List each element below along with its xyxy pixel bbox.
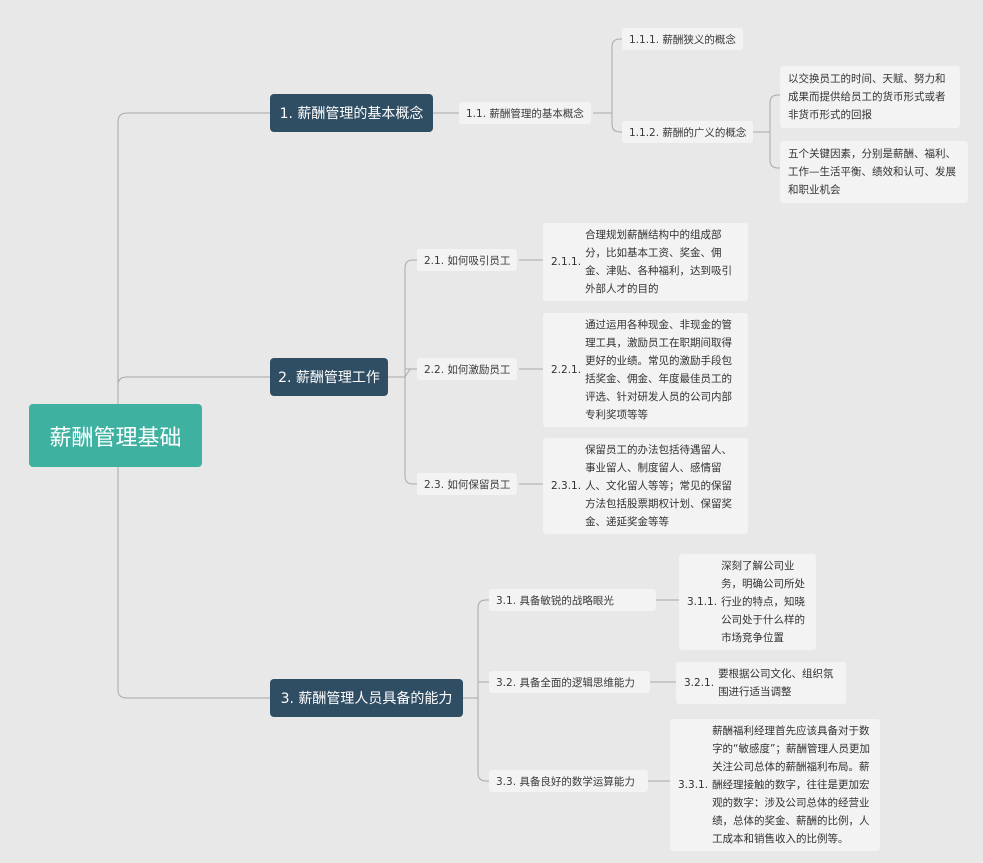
detail-text: 通过运用各种现金、非现金的管理工具，激励员工在职期间取得更好的业绩。常见的激励手… [585,319,733,421]
subtopic-1-1[interactable]: 1.1. 薪酬管理的基本概念 [459,102,591,124]
branch-2-topic[interactable]: 2. 薪酬管理工作 [270,358,388,396]
detail-3-1-1[interactable]: 3.1.1. 深刻了解公司业务，明确公司所处行业的特点，知晓公司处于什么样的市场… [679,554,816,650]
connector-root-b1 [117,112,270,404]
detail-3-2-1[interactable]: 3.2.1. 要根据公司文化、组织氛围进行适当调整 [676,662,846,704]
detail-2-1-1[interactable]: 2.1.1. 合理规划薪酬结构中的组成部分，比如基本工资、奖金、佣金、津贴、各种… [543,223,748,301]
subtopic-3-3[interactable]: 3.3. 具备良好的数学运算能力 [489,770,648,792]
subtopic-1-1-2[interactable]: 1.1.2. 薪酬的广义的概念 [622,121,754,143]
branch-3-topic[interactable]: 3. 薪酬管理人员具备的能力 [270,679,463,717]
detail-text: 要根据公司文化、组织氛围进行适当调整 [718,668,834,698]
note-1-1-2-b[interactable]: 五个关键因素，分别是薪酬、福利、工作—生活平衡、绩效和认可、发展和职业机会 [780,141,968,203]
subtopic-2-3[interactable]: 2.3. 如何保留员工 [417,473,518,495]
connector-b3-fork [463,599,489,782]
subtopic-2-1[interactable]: 2.1. 如何吸引员工 [417,249,518,271]
detail-text: 合理规划薪酬结构中的组成部分，比如基本工资、奖金、佣金、津贴、各种福利，达到吸引… [585,229,733,295]
detail-2-2-1[interactable]: 2.2.1. 通过运用各种现金、非现金的管理工具，激励员工在职期间取得更好的业绩… [543,313,748,427]
detail-number: 2.3.1. [551,480,582,492]
subtopic-2-2[interactable]: 2.2. 如何激励员工 [417,358,518,380]
subtopic-3-1[interactable]: 3.1. 具备敏锐的战略眼光 [489,589,656,611]
note-text: 五个关键因素，分别是薪酬、福利、工作—生活平衡、绩效和认可、发展和职业机会 [788,148,956,196]
note-text: 以交换员工的时间、天赋、努力和成果而提供给员工的货币形式或者非货币形式的回报 [788,73,946,121]
note-1-1-2-a[interactable]: 以交换员工的时间、天赋、努力和成果而提供给员工的货币形式或者非货币形式的回报 [780,66,960,128]
connector-root-b2 [117,376,270,404]
detail-number: 2.1.1. [551,256,582,268]
detail-number: 3.2.1. [684,677,715,689]
connector-root-b3 [117,467,270,699]
detail-3-3-1[interactable]: 3.3.1. 薪酬福利经理首先应该具备对于数字的“敏感度”；薪酬管理人员更加关注… [670,719,880,851]
detail-2-3-1[interactable]: 2.3.1. 保留员工的办法包括待遇留人、事业留人、制度留人、感情留人、文化留人… [543,438,748,534]
subtopic-3-2[interactable]: 3.2. 具备全面的逻辑思维能力 [489,671,650,693]
detail-text: 深刻了解公司业务，明确公司所处行业的特点，知晓公司处于什么样的市场竞争位置 [721,560,806,644]
detail-text: 保留员工的办法包括待遇留人、事业留人、制度留人、感情留人、文化留人等等；常见的保… [585,444,733,528]
branch-1-topic[interactable]: 1. 薪酬管理的基本概念 [270,94,433,132]
root-topic[interactable]: 薪酬管理基础 [29,404,202,467]
detail-number: 3.3.1. [678,779,709,791]
connector-b2-fork [388,259,417,485]
connector-s112-fork [753,94,780,169]
subtopic-1-1-1[interactable]: 1.1.1. 薪酬狭义的概念 [622,28,743,50]
detail-text: 薪酬福利经理首先应该具备对于数字的“敏感度”；薪酬管理人员更加关注公司总体的薪酬… [712,725,870,845]
connector-s11-fork [593,38,622,133]
detail-number: 3.1.1. [687,596,718,608]
detail-number: 2.2.1. [551,364,582,376]
